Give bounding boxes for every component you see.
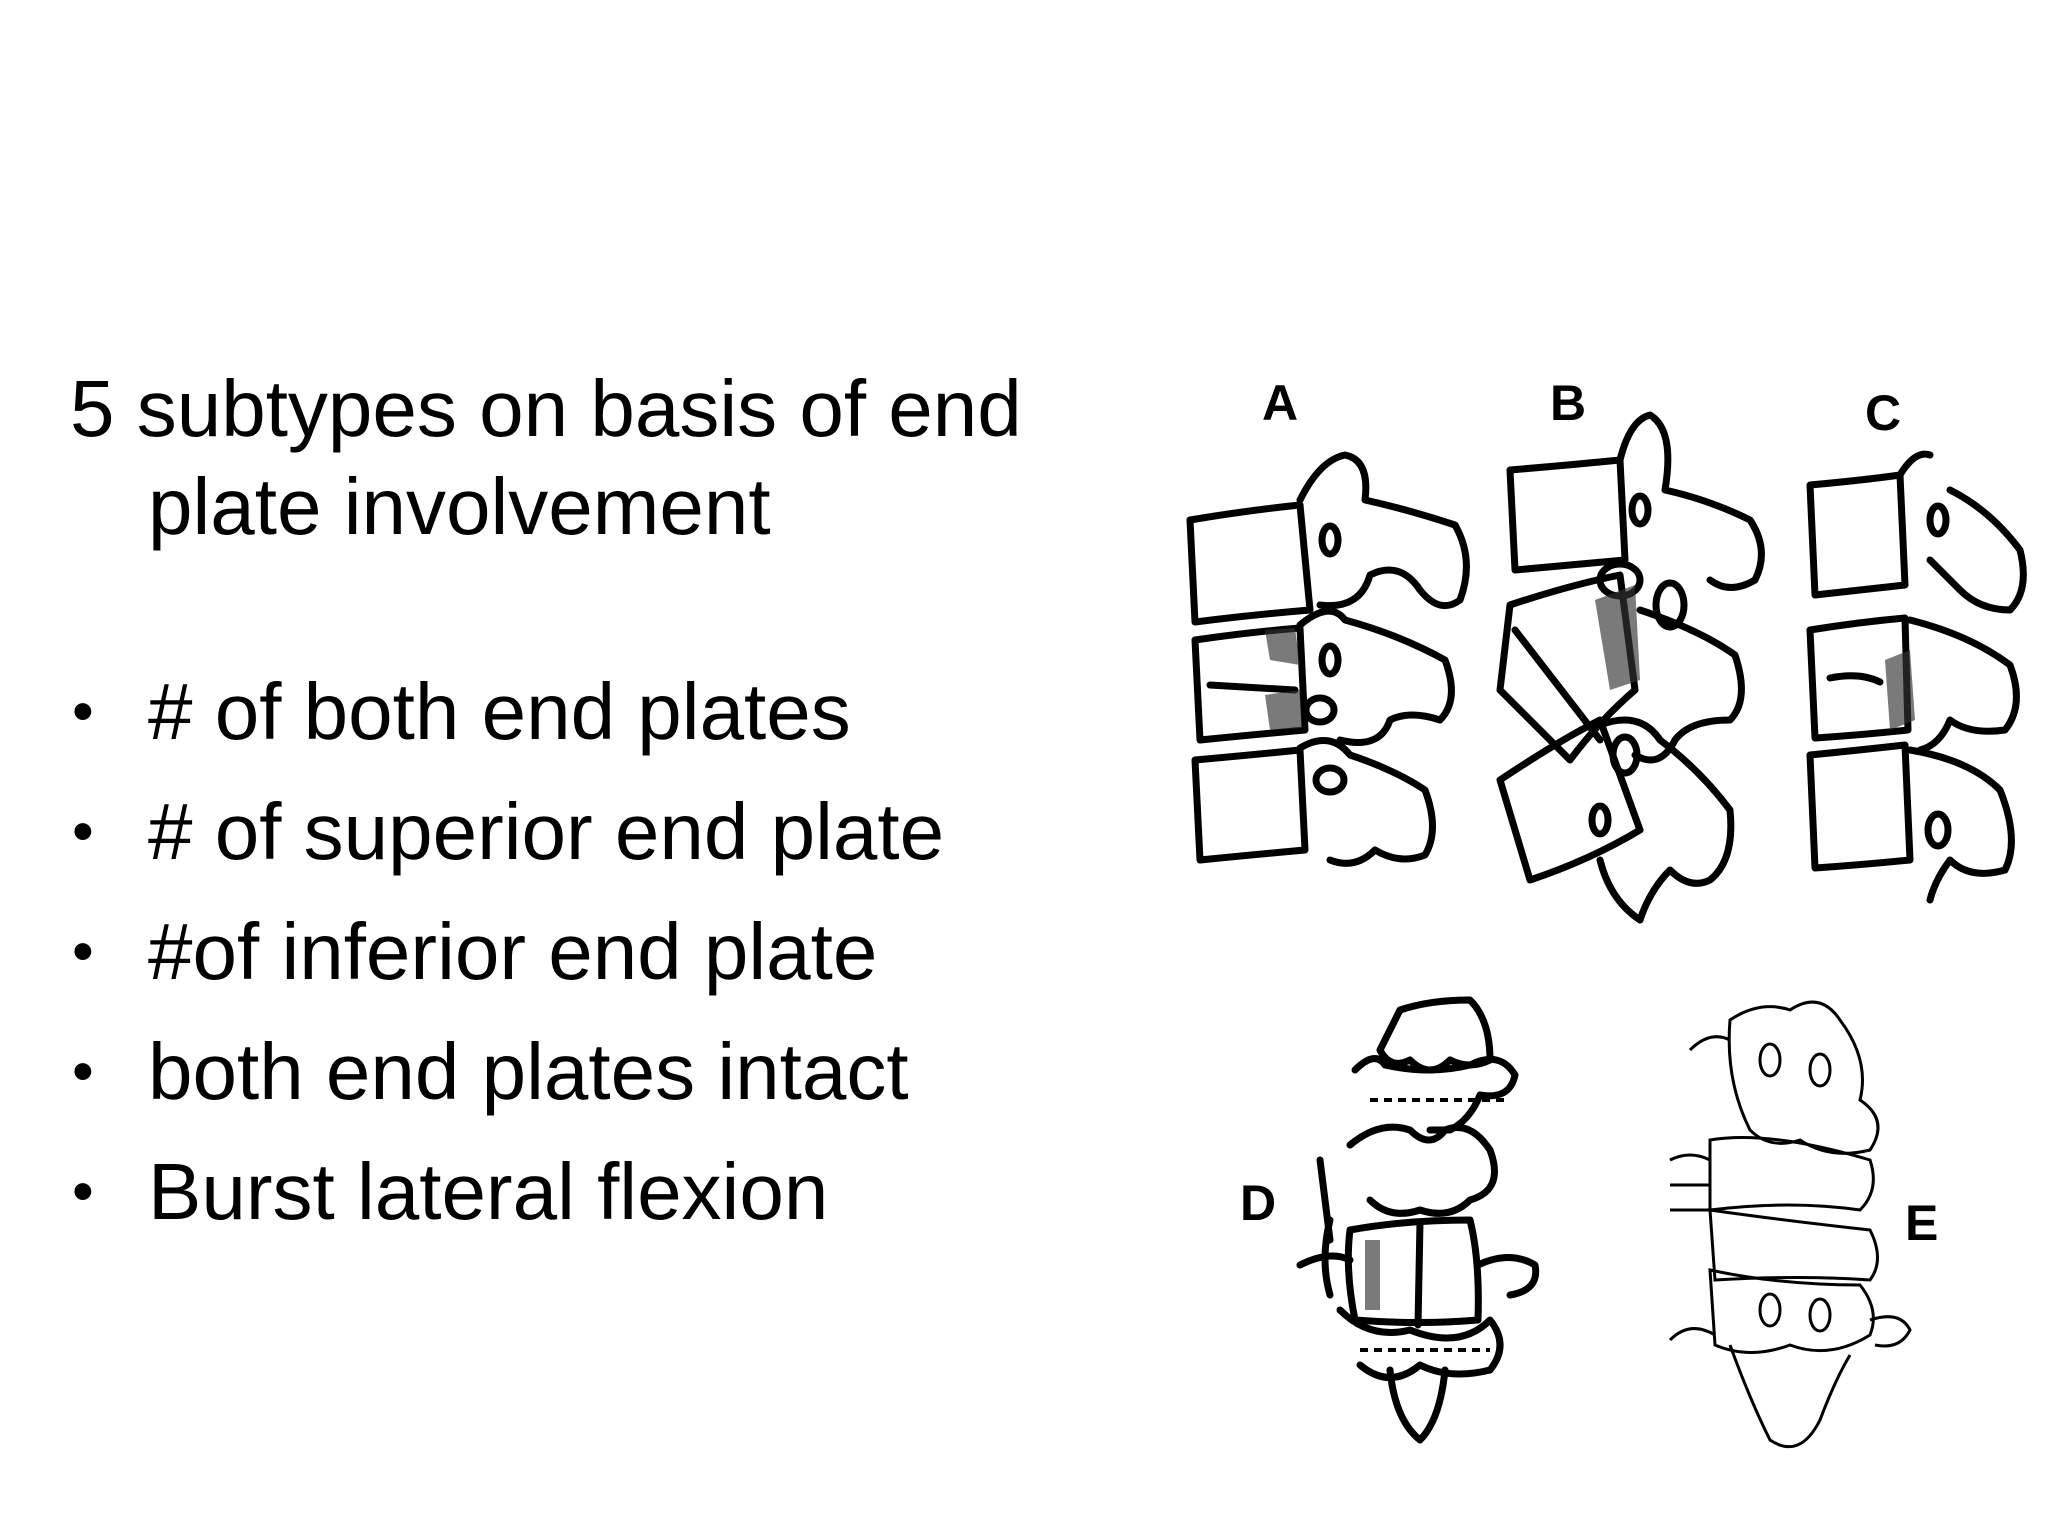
bullet-dot-icon: •: [72, 677, 94, 746]
panel-label-a: A: [1262, 375, 1298, 431]
panel-e-drawing: E: [1668, 1000, 1938, 1449]
panel-label-b: B: [1550, 375, 1586, 431]
vertebra-fracture-illustration: A B: [1170, 360, 2030, 1480]
slide-heading: 5 subtypes on basis of end plate involve…: [70, 364, 1022, 551]
bullet-item: •# of both end plates: [70, 652, 1110, 772]
panel-a-drawing: A: [1186, 375, 1470, 867]
bullet-list: •# of both end plates •# of superior end…: [70, 652, 1110, 1252]
bullet-item: •# of superior end plate: [70, 772, 1110, 892]
bullet-dot-icon: •: [72, 1037, 94, 1106]
bullet-item: •both end plates intact: [70, 1012, 1110, 1132]
panel-c-drawing: C: [1806, 385, 2027, 904]
panel-d-drawing: D: [1240, 996, 1540, 1444]
panel-label-c: C: [1865, 385, 1901, 441]
bullet-dot-icon: •: [72, 917, 94, 986]
bullet-item: •Burst lateral flexion: [70, 1132, 1110, 1252]
bullet-item: •#of inferior end plate: [70, 892, 1110, 1012]
panel-label-e: E: [1905, 1195, 1938, 1251]
panel-label-d: D: [1240, 1175, 1276, 1231]
panel-b-drawing: B: [1496, 375, 1765, 924]
bullet-dot-icon: •: [72, 1157, 94, 1226]
bullet-dot-icon: •: [72, 797, 94, 866]
slide-text: 5 subtypes on basis of end plate involve…: [70, 360, 1110, 1252]
